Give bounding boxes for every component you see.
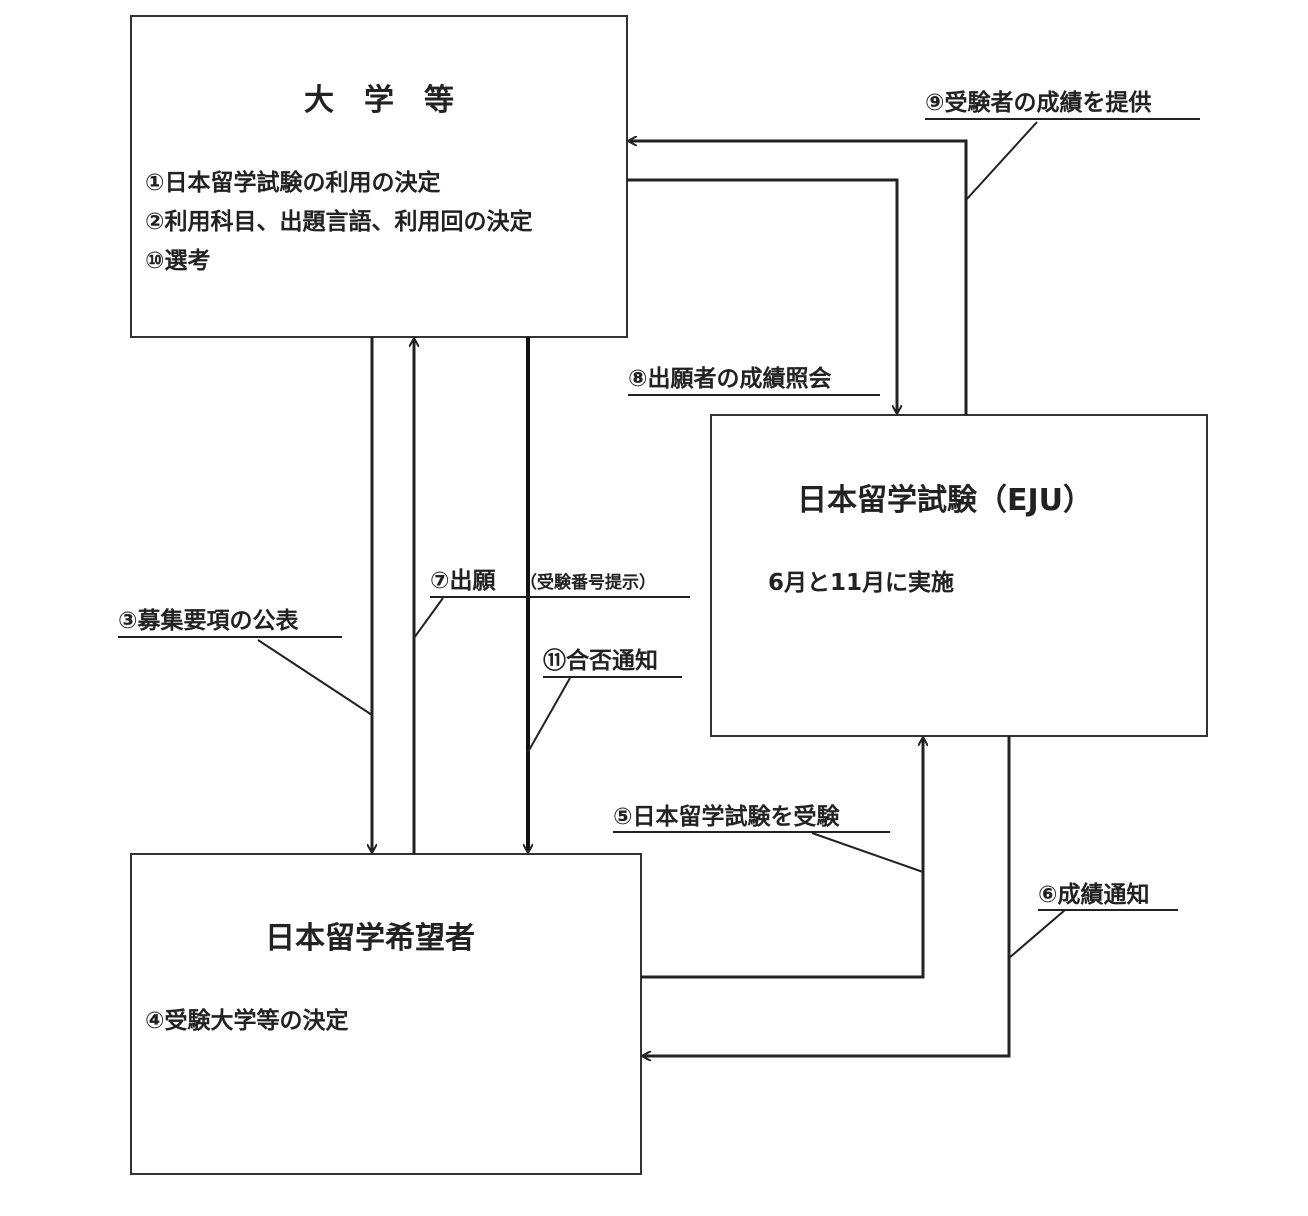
arrow-score-notification xyxy=(643,736,1011,1056)
eju-title: 日本留学試験（EJU） xyxy=(797,483,1093,518)
label-note: （受験番号提示） xyxy=(520,572,656,593)
university-item: ⑩選考 xyxy=(145,248,210,274)
label-step7: ⑦出願 （受験番号提示） xyxy=(430,568,690,598)
applicant-box: 日本留学希望者 ④受験大学等の決定 xyxy=(130,853,642,1175)
label-text: ⑤日本留学試験を受験 xyxy=(613,803,840,830)
university-box: 大 学 等 ①日本留学試験の利用の決定 ②利用科目、出題言語、利用回の決定 ⑩選… xyxy=(130,15,628,338)
eju-item: 6月と11月に実施 xyxy=(768,569,954,596)
university-title: 大 学 等 xyxy=(304,83,454,118)
arrow-score-inquiry xyxy=(627,178,897,413)
label-text: ⑥成績通知 xyxy=(1038,881,1149,908)
label-text: ⑧出願者の成績照会 xyxy=(628,365,831,392)
label-text: ⑦出願 xyxy=(430,568,496,594)
label-step5: ⑤日本留学試験を受験 xyxy=(613,803,890,833)
leader-line xyxy=(965,121,1038,201)
label-step9: ⑨受験者の成績を提供 xyxy=(925,89,1200,120)
label-text: ⑨受験者の成績を提供 xyxy=(925,89,1151,116)
label-text: ⑪合否通知 xyxy=(543,647,658,674)
eju-box: 日本留学試験（EJU） 6月と11月に実施 xyxy=(710,414,1208,737)
label-text: ③募集要項の公表 xyxy=(118,607,299,634)
university-item: ②利用科目、出題言語、利用回の決定 xyxy=(145,208,532,235)
applicant-title: 日本留学希望者 xyxy=(265,921,475,956)
applicant-item: ④受験大学等の決定 xyxy=(145,1007,348,1034)
leader-line xyxy=(413,597,444,639)
arrow-score-provision xyxy=(629,141,968,415)
label-step3: ③募集要項の公表 xyxy=(118,607,342,638)
arrow-take-exam xyxy=(641,738,923,979)
label-step8: ⑧出願者の成績照会 xyxy=(628,365,880,396)
leader-line xyxy=(527,677,571,753)
label-step11: ⑪合否通知 xyxy=(543,647,682,678)
leader-line xyxy=(257,639,373,716)
university-item: ①日本留学試験の利用の決定 xyxy=(145,169,440,196)
leader-line xyxy=(811,832,924,873)
label-step6: ⑥成績通知 xyxy=(1038,881,1178,911)
leader-line xyxy=(1008,909,1066,959)
